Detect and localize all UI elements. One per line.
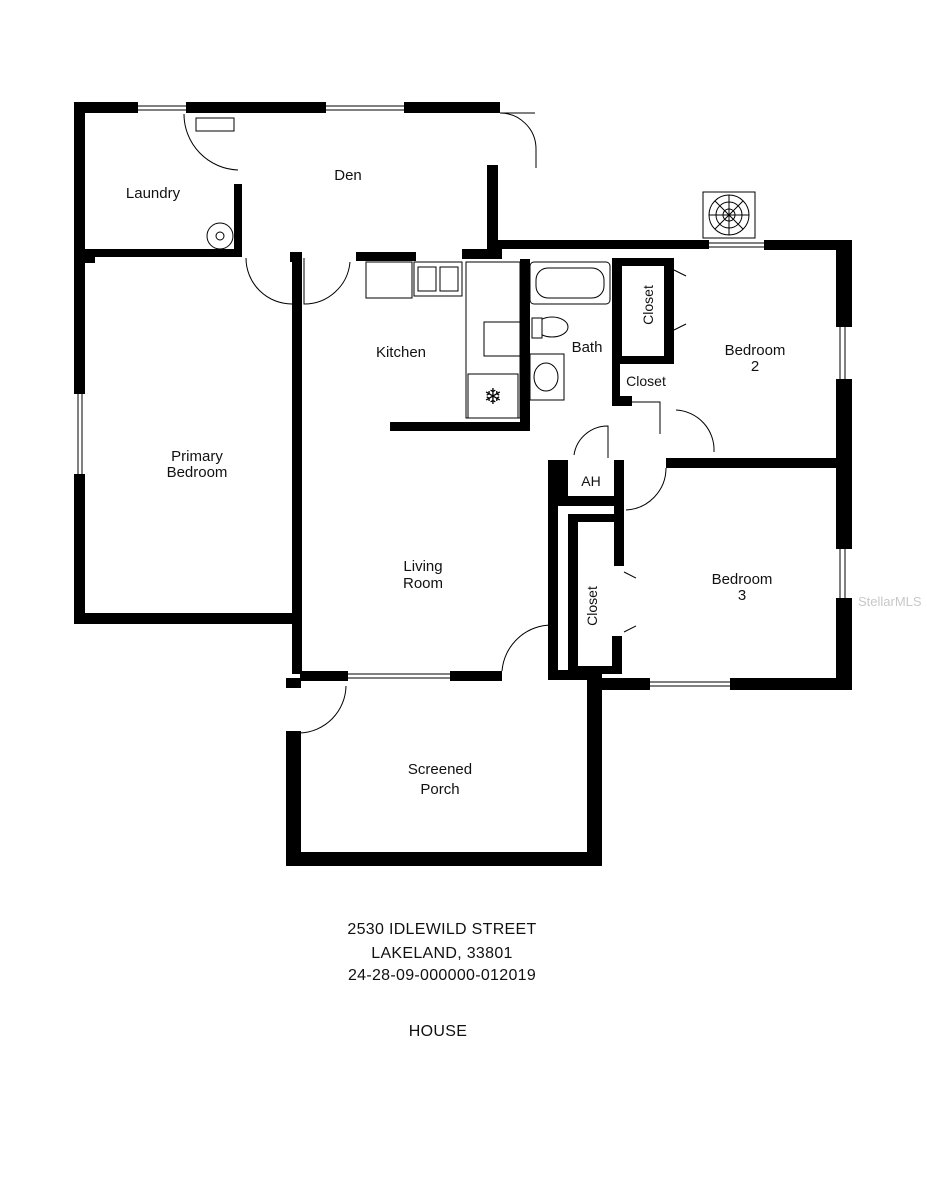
- label-bath: Bath: [572, 339, 603, 356]
- watermark: StellarMLS: [858, 594, 922, 609]
- label-porch: Porch: [420, 781, 459, 798]
- laundry-shelf: [195, 117, 235, 132]
- label-bedroom2-num: 2: [751, 358, 759, 375]
- label-living-room: Room: [403, 575, 443, 592]
- label-screened: Screened: [408, 761, 472, 778]
- address-city: LAKELAND, 33801: [371, 945, 513, 962]
- label-closet-top: Closet: [640, 285, 656, 325]
- address-parcel: 24-28-09-000000-012019: [347, 967, 537, 984]
- label-kitchen: Kitchen: [376, 344, 426, 361]
- range-icon: [483, 321, 521, 357]
- label-ah: AH: [581, 473, 600, 489]
- label-closet-small: Closet: [626, 373, 666, 389]
- label-closet-side: Closet: [584, 586, 600, 626]
- label-bedroom3-num: 3: [738, 587, 746, 604]
- dishwasher-icon: [365, 261, 413, 299]
- room-labels: Laundry Den Kitchen Bath Closet Closet B…: [126, 167, 786, 798]
- svg-text:❄: ❄: [484, 385, 502, 410]
- building-type: HOUSE: [408, 1023, 468, 1040]
- label-bedroom3: Bedroom: [712, 571, 773, 588]
- interior-walls: [85, 184, 848, 680]
- label-bedroom2: Bedroom: [725, 342, 786, 359]
- doors: [183, 112, 715, 734]
- label-laundry: Laundry: [126, 185, 181, 202]
- fixtures: ❄: [195, 117, 756, 419]
- windows: [77, 105, 846, 687]
- exterior-walls: [74, 102, 852, 866]
- label-living: Living: [403, 558, 442, 575]
- address-street: 2530 IDLEWILD STREET: [347, 921, 537, 938]
- label-den: Den: [334, 167, 362, 184]
- refrigerator-icon: [467, 373, 519, 419]
- label-primary-bedroom: Bedroom: [167, 464, 228, 481]
- label-primary: Primary: [171, 448, 223, 465]
